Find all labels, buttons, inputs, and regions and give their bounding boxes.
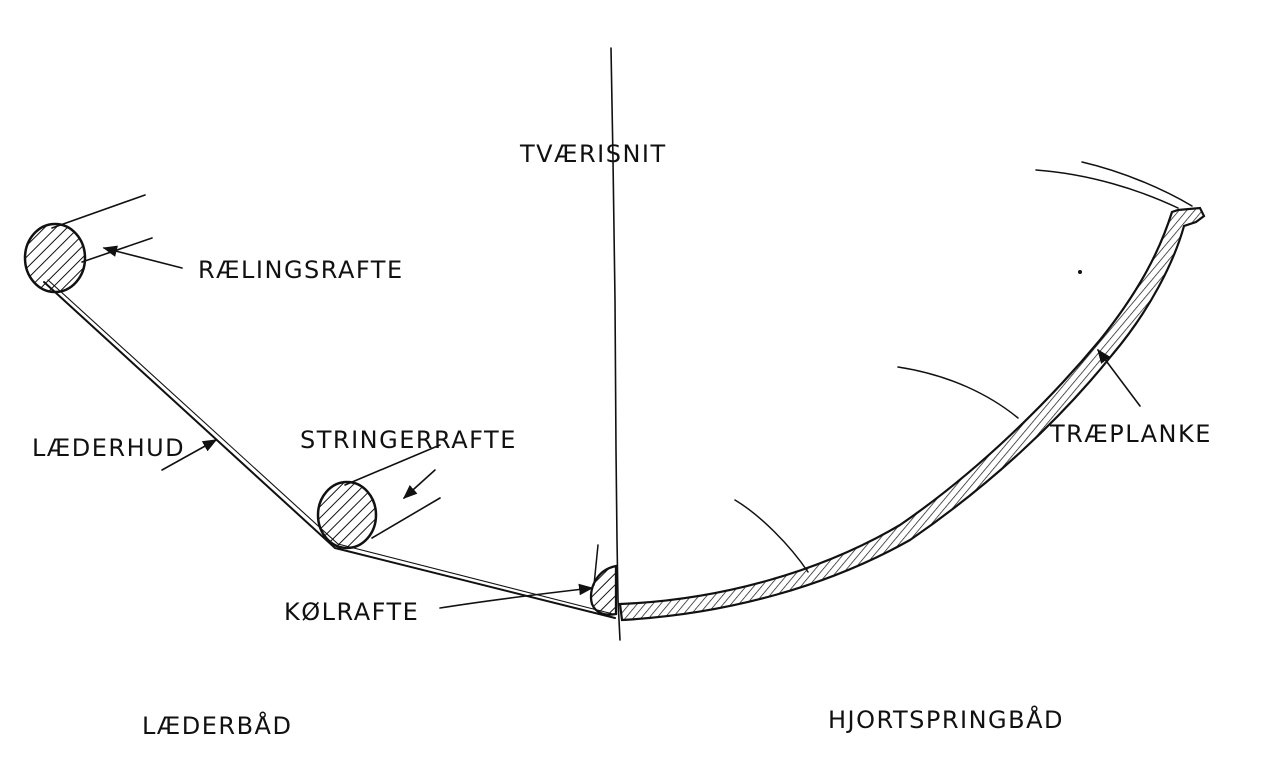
railing-rafter-circle [23, 222, 87, 294]
leather-boat-label: LÆDERBÅD [142, 711, 292, 740]
arrow-wood-plank [1097, 348, 1141, 407]
title-label: TVÆRISNIT [519, 140, 667, 168]
hjortspring-boat-label: HJORTSPRINGBÅD [828, 705, 1064, 734]
center-line [610, 47, 621, 641]
arrow-leather-hide [161, 439, 218, 471]
frame-line-1 [734, 499, 809, 573]
leather-hide-line [43, 281, 616, 619]
stringer-rafter-extension [344, 444, 441, 539]
gunwale-line-1 [1035, 169, 1179, 209]
gunwale-line-2 [1081, 161, 1193, 207]
ink-dot [1078, 270, 1082, 274]
leather-hide-label: LÆDERHUD [32, 434, 185, 462]
stringer-rafter-circle [316, 480, 378, 550]
hjortspring-boat-section [618, 161, 1206, 622]
frame-line-2 [897, 366, 1019, 419]
arrow-railing-rafter [102, 245, 183, 269]
keel-rafter-half [589, 564, 618, 616]
wood-plank-hull [618, 206, 1206, 622]
arrow-keel-rafter [439, 583, 594, 609]
arrow-stringer-rafter [402, 469, 436, 499]
stringer-rafter-label: STRINGERRAFTE [300, 426, 517, 454]
leather-boat-section [23, 194, 618, 619]
keel-rafter-label: KØLRAFTE [284, 598, 419, 626]
keel-rafter-extension [593, 544, 599, 586]
railing-rafter-label: RÆLINGSRAFTE [198, 256, 404, 284]
wood-plank-label: TRÆPLANKE [1049, 420, 1212, 448]
